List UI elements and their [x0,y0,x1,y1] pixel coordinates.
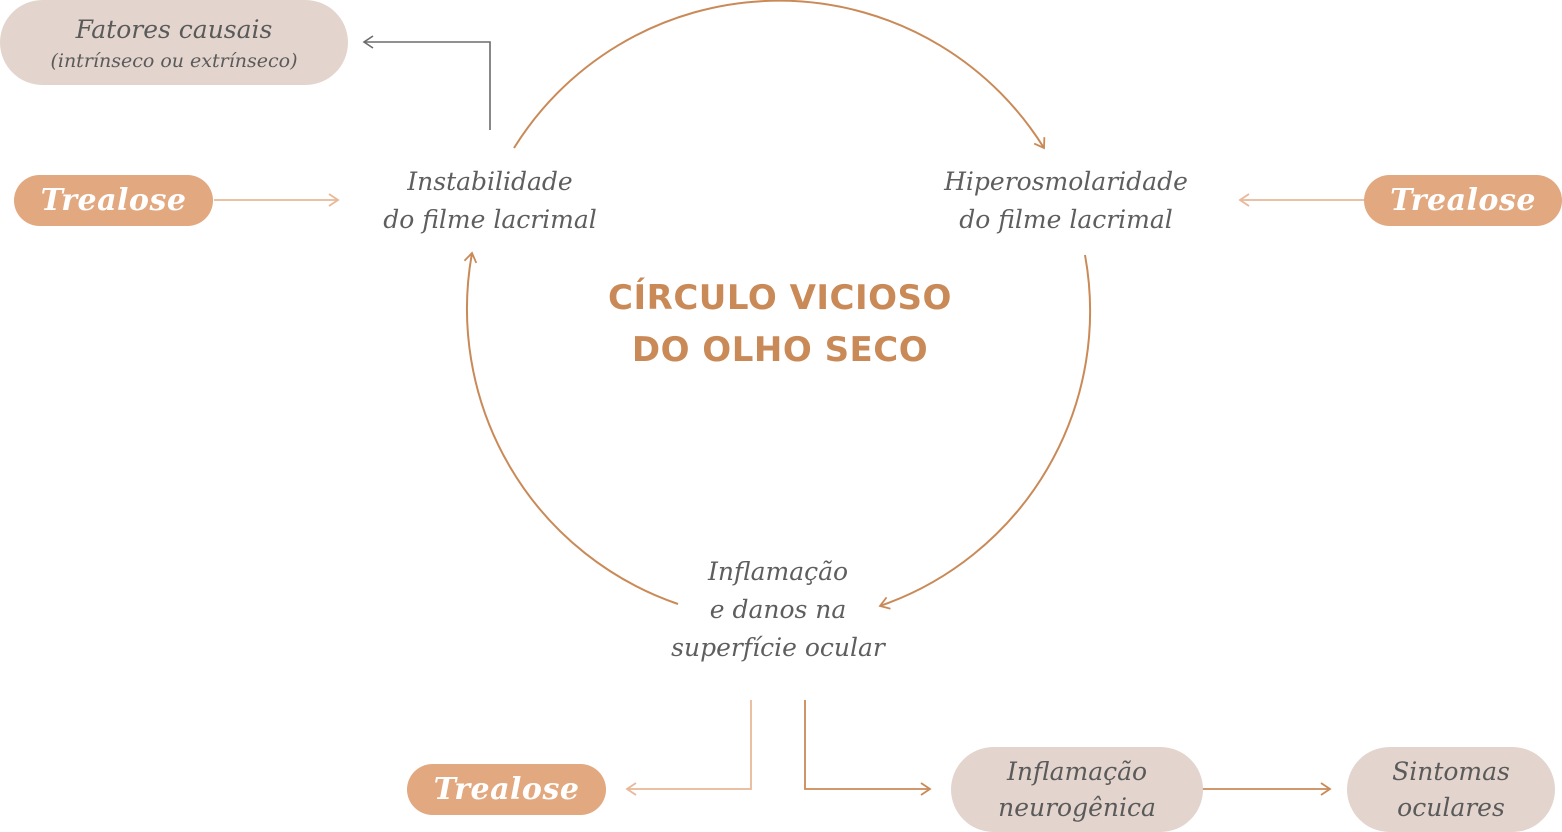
trealose-pill-right: Trealose [1364,175,1562,226]
neurogenic-inflammation-pill: Inflamação neurogênica [951,747,1203,832]
title-line-2: DO OLHO SECO [631,330,929,370]
trealose-label-right: Trealose [1390,183,1536,218]
causal-factors-pill: Fatores causais (intrínseco ou extrínsec… [0,0,348,85]
arrow-instability-to-causal-factors [362,35,491,130]
diagram-title: CÍRCULO VICIOSO DO OLHO SECO [530,272,1030,376]
arc-hyperosmolarity-to-inflammation [878,254,1092,610]
node-tear-film-instability: Instabilidade do filme lacrimal [383,167,597,234]
ocular-symptoms-pill: Sintomas oculares [1347,747,1555,832]
arc-instability-to-hyperosmolarity [513,0,1046,150]
arrow-trealose-bottom [625,700,752,796]
causal-factors-sublabel: (intrínseco ou extrínseco) [50,49,298,72]
trealose-label-left: Trealose [40,183,187,218]
arrow-inflammation-to-neurogenic [804,700,932,796]
node-inflammation-surface-damage: Inflamação e danos na superfície ocular [671,557,885,662]
arc-inflammation-to-instability [463,251,679,605]
trealose-pill-bottom: Trealose [407,764,606,815]
trealose-pill-left: Trealose [14,175,213,226]
trealose-label-bottom: Trealose [433,772,580,807]
node-tear-film-hyperosmolarity: Hiperosmolaridade do filme lacrimal [944,167,1188,234]
title-line-1: CÍRCULO VICIOSO [608,278,952,318]
causal-factors-label: Fatores causais [75,14,273,44]
